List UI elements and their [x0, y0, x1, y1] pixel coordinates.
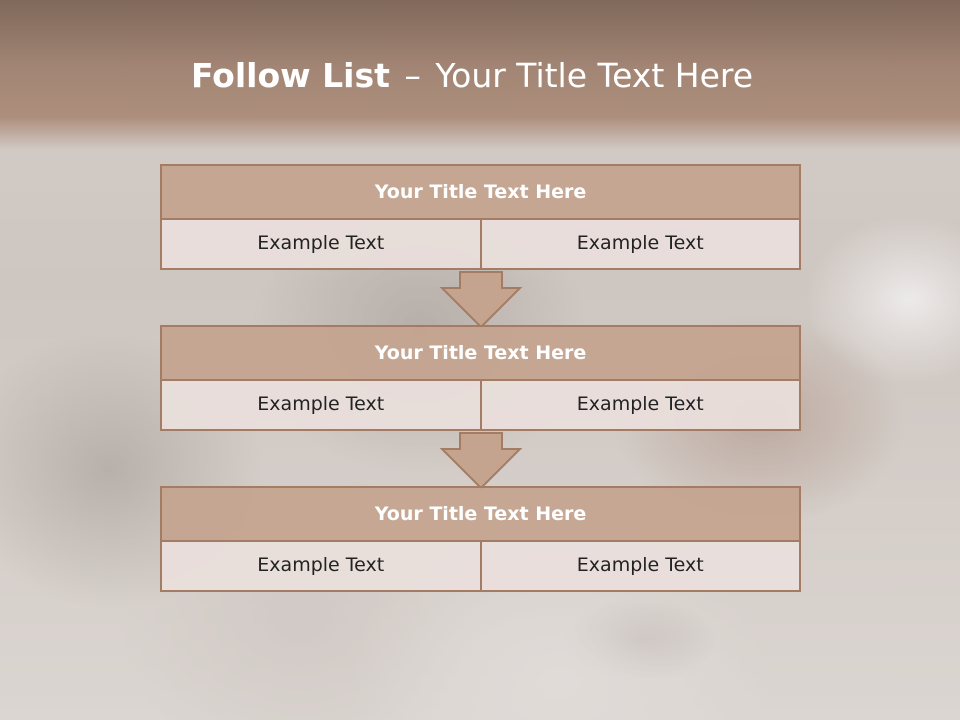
slide-title-bold: Follow List: [190, 56, 390, 95]
title-band: [0, 0, 960, 150]
step-2-row: Example Text Example Text: [160, 381, 801, 431]
step-2-title[interactable]: Your Title Text Here: [160, 325, 801, 381]
step-2-left-text[interactable]: Example Text: [160, 381, 480, 431]
step-1-row: Example Text Example Text: [160, 220, 801, 270]
step-2-right-text[interactable]: Example Text: [479, 381, 801, 431]
step-2: Your Title Text Here Example Text Exampl…: [160, 325, 801, 431]
slide-title-separator: –: [404, 56, 421, 95]
step-3: Your Title Text Here Example Text Exampl…: [160, 486, 801, 592]
down-arrow-icon: [439, 432, 523, 490]
slide-title-text: Your Title Text Here: [435, 56, 754, 95]
slide-title: Follow List – Your Title Text Here: [0, 54, 952, 98]
step-1-right-text[interactable]: Example Text: [479, 220, 801, 270]
step-1-left-text[interactable]: Example Text: [160, 220, 480, 270]
step-3-right-text[interactable]: Example Text: [479, 542, 801, 592]
step-3-row: Example Text Example Text: [160, 542, 801, 592]
step-3-left-text[interactable]: Example Text: [160, 542, 480, 592]
step-1-title[interactable]: Your Title Text Here: [160, 164, 801, 220]
down-arrow-icon: [439, 271, 523, 329]
step-3-title[interactable]: Your Title Text Here: [160, 486, 801, 542]
step-1: Your Title Text Here Example Text Exampl…: [160, 164, 801, 270]
